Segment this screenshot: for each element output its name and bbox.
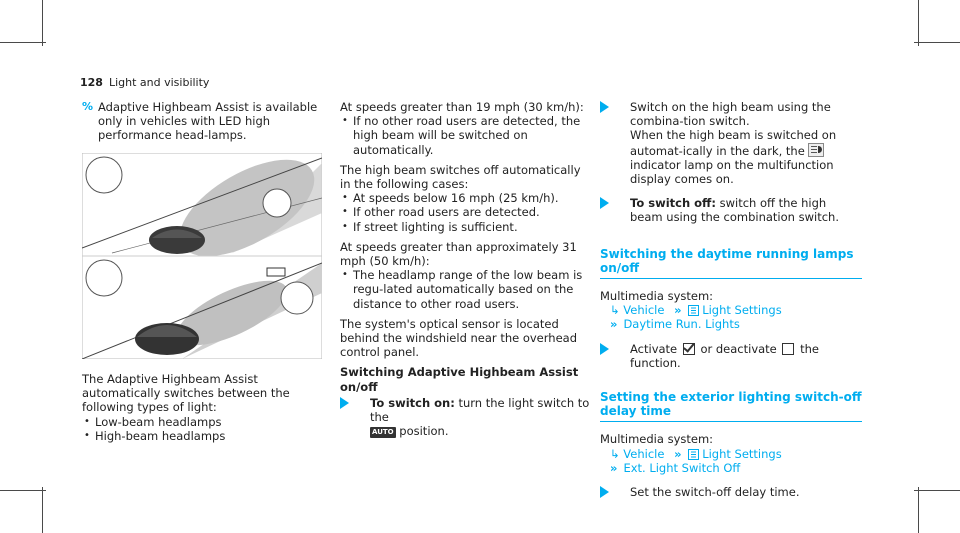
crop-mark xyxy=(914,490,960,491)
crop-mark xyxy=(42,0,43,46)
action-step: Switch on the high beam using the combin… xyxy=(600,100,862,186)
menu-item[interactable]: Ext. Light Switch Off xyxy=(623,460,741,475)
return-arrow-icon: ↳ xyxy=(610,303,620,318)
multimedia-label: Multimedia system: xyxy=(600,432,714,447)
menu-path: ↳ Vehicle » Light Settings »Ext. Light S… xyxy=(600,447,862,475)
light-settings-icon xyxy=(687,305,699,317)
page-number: 128 xyxy=(80,76,103,89)
step-text: switch off the high beam using the combi… xyxy=(630,196,839,225)
column-2: At speeds greater than 19 mph (30 km/h):… xyxy=(340,100,590,439)
illustration xyxy=(81,152,323,360)
action-step: To switch on: turn the light switch to t… xyxy=(340,396,590,439)
column-1: % Adaptive Highbeam Assist is available o… xyxy=(82,100,327,143)
action-step: To switch off: switch off the high beam … xyxy=(600,196,862,224)
step-text: When the high beam is switched on automa… xyxy=(630,128,837,158)
speed-condition: At speeds greater than 19 mph (30 km/h): xyxy=(340,100,584,114)
crop-mark xyxy=(918,487,919,533)
double-chevron-icon: » xyxy=(610,317,618,332)
checkbox-empty-icon xyxy=(782,342,795,355)
double-chevron-icon: » xyxy=(674,303,682,318)
return-arrow-icon: ↳ xyxy=(610,446,620,461)
menu-item[interactable]: Vehicle xyxy=(623,303,665,318)
step-text: Activate xyxy=(630,341,678,356)
step-text: Set the switch-off delay time. xyxy=(630,485,800,500)
note: % Adaptive Highbeam Assist is available o… xyxy=(82,100,327,143)
high-beam-illustration xyxy=(81,152,323,360)
note-text: Adaptive Highbeam Assist is available on… xyxy=(98,100,318,143)
list-item: The headlamp range of the low beam is re… xyxy=(340,268,590,311)
menu-item[interactable]: Vehicle xyxy=(623,446,665,461)
action-arrow-icon xyxy=(600,197,609,210)
list-item: If street lighting is sufficient. xyxy=(340,220,590,234)
switch-off-intro: The high beam switches off automatically… xyxy=(340,162,581,192)
info-icon: % xyxy=(82,100,94,113)
multimedia-label: Multimedia system: xyxy=(600,289,714,304)
crop-mark xyxy=(914,42,960,43)
page-header: 128 Light and visibility xyxy=(80,76,209,90)
section-heading: Switching Adaptive Highbeam Assist on/of… xyxy=(340,365,579,394)
crop-mark xyxy=(0,42,46,43)
crop-mark xyxy=(0,490,46,491)
action-step: Set the switch-off delay time. xyxy=(600,485,862,499)
high-beam-scene xyxy=(81,156,323,257)
column-3: Switch on the high beam using the combin… xyxy=(600,100,862,499)
double-chevron-icon: » xyxy=(674,446,682,461)
action-text: turn the light switch to the xyxy=(370,395,590,425)
list-item: High-beam headlamps xyxy=(82,429,327,443)
auto-icon: AUTO xyxy=(370,427,396,439)
step-text: Switch on the high beam using the combin… xyxy=(630,100,831,129)
list-item: If other road users are detected. xyxy=(340,205,590,219)
step-text: indicator lamp on the multifunction disp… xyxy=(630,157,834,187)
step-label: To switch off: xyxy=(630,196,716,211)
step-text: the function. xyxy=(630,341,819,370)
list-item: At speeds below 16 mph (25 km/h). xyxy=(340,191,590,205)
menu-item[interactable]: Light Settings xyxy=(702,446,782,461)
action-arrow-icon xyxy=(340,396,349,409)
checkbox-checked-icon xyxy=(682,342,695,355)
sensor-text: The system's optical sensor is located b… xyxy=(340,316,577,360)
menu-item[interactable]: Light Settings xyxy=(702,303,782,318)
column-1-lower: The Adaptive Highbeam Assist automatical… xyxy=(82,372,327,443)
speed-condition: At speeds greater than approximately 31 … xyxy=(340,239,577,269)
action-tail: position. xyxy=(399,424,449,439)
action-step: Activate or deactivate the function. xyxy=(600,342,862,370)
section-heading: Setting the exterior lighting switch-off… xyxy=(600,390,862,423)
step-text: or deactivate xyxy=(700,341,777,356)
action-label: To switch on: xyxy=(370,395,455,410)
crop-mark xyxy=(42,487,43,533)
action-arrow-icon xyxy=(600,101,609,113)
section-title: Light and visibility xyxy=(108,76,210,89)
list-item: If no other road users are detected, the… xyxy=(340,114,590,157)
high-beam-assist-indicator-icon xyxy=(808,142,825,157)
menu-path: ↳ Vehicle » Light Settings »Daytime Run.… xyxy=(600,303,862,331)
action-arrow-icon xyxy=(600,486,609,499)
low-beam-scene xyxy=(81,259,323,360)
list-item: Low-beam headlamps xyxy=(82,415,327,429)
light-settings-icon xyxy=(687,448,699,460)
section-heading: Switching the daytime running lamps on/o… xyxy=(600,247,862,280)
menu-item[interactable]: Daytime Run. Lights xyxy=(623,317,740,332)
crop-mark xyxy=(918,0,919,46)
intro-text: The Adaptive Highbeam Assist automatical… xyxy=(82,372,290,415)
action-arrow-icon xyxy=(600,342,609,355)
double-chevron-icon: » xyxy=(610,460,618,475)
